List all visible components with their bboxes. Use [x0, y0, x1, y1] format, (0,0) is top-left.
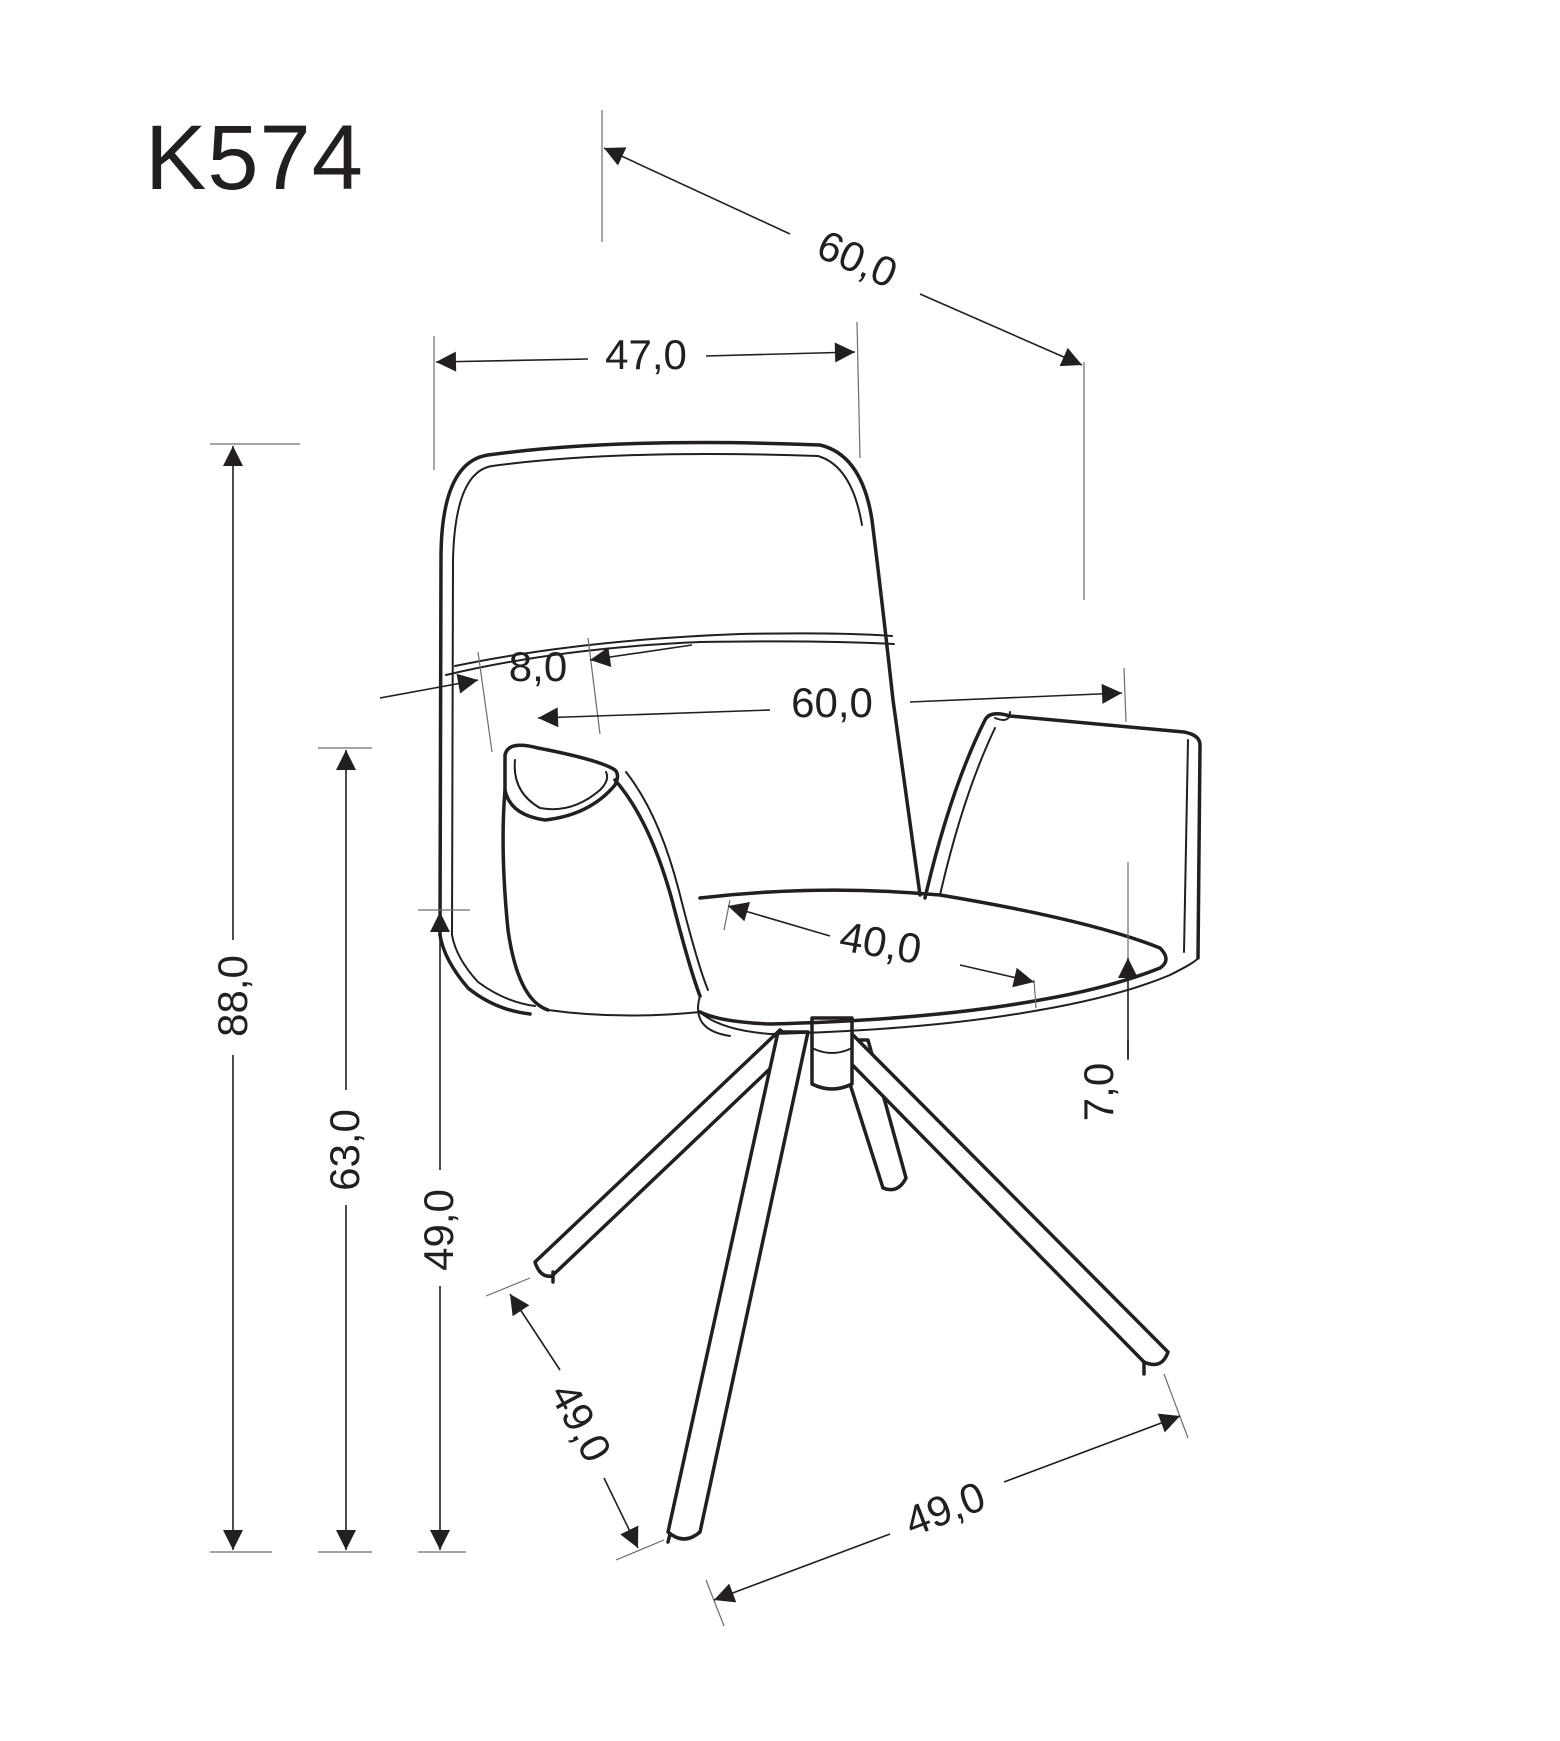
- label-base-width: 49,0: [898, 1472, 991, 1545]
- model-name: K574: [145, 107, 364, 209]
- label-base-depth: 49,0: [541, 1375, 621, 1469]
- chair-armrest-right: [923, 712, 1202, 960]
- dim-line-backrest-thickness: [379, 673, 479, 699]
- chair-seat: [698, 888, 1168, 1026]
- dim-line-base-width: [713, 1533, 891, 1603]
- label-armrest-height: 63,0: [321, 1109, 368, 1191]
- label-width-armrests: 60,0: [791, 679, 873, 726]
- chair-armrest-left: [503, 743, 620, 822]
- label-seat-depth: 40,0: [836, 912, 925, 972]
- chair-leg-back-left: [533, 1028, 798, 1278]
- dimension-lines: [210, 110, 1189, 1627]
- dim-line-backrest-width: [435, 351, 589, 372]
- dim-line-base-depth: [509, 1293, 561, 1371]
- label-seat-height: 49,0: [415, 1189, 462, 1271]
- chair-backrest: [438, 440, 922, 937]
- dim-line-seat-depth: [727, 902, 831, 937]
- chair-outline: [438, 440, 1202, 1544]
- label-armrest-above-seat: 7,0: [1075, 1063, 1122, 1121]
- label-backrest-thickness: 8,0: [509, 643, 567, 690]
- label-depth-total: 60,0: [810, 221, 904, 297]
- dim-line-depth-total: [603, 147, 791, 235]
- label-backrest-width: 47,0: [605, 331, 687, 378]
- label-height-total: 88,0: [209, 955, 256, 1037]
- dim-line-width-armrests: [537, 707, 771, 728]
- chair-leg-front-left: [666, 1030, 810, 1541]
